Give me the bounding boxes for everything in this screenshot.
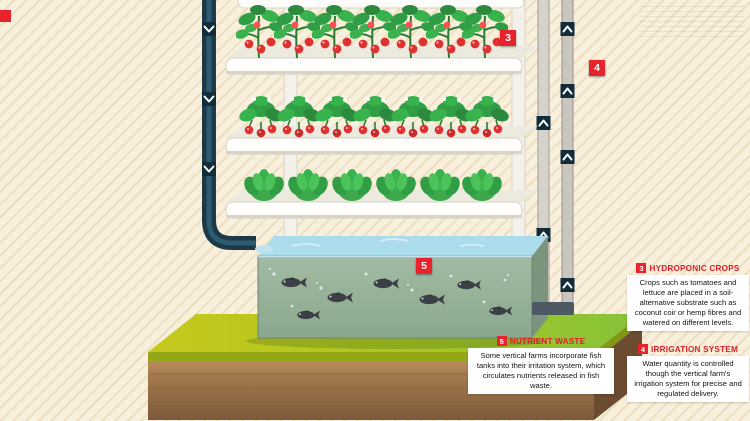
callout-title: HYDROPONIC CROPS <box>649 263 740 273</box>
tank-front <box>257 255 533 339</box>
callout-title: IRRIGATION SYSTEM <box>651 344 738 354</box>
water-splash <box>255 245 273 253</box>
callout-header: 4 IRRIGATION SYSTEM <box>627 344 749 354</box>
shelf-level-1 <box>225 46 538 75</box>
soil-side <box>594 323 642 420</box>
flow-arrow-up-icon <box>560 84 575 98</box>
water-surface <box>258 236 548 256</box>
bubbles <box>268 267 509 308</box>
flow-arrow-up-icon <box>536 116 551 130</box>
shelf-level-2 <box>225 126 538 155</box>
marker-irrigation: 4 <box>589 60 605 76</box>
irrigation-pipes-right <box>536 0 575 331</box>
callout-header: 3 HYDROPONIC CROPS <box>627 263 749 273</box>
callout-irrigation-system: 4 IRRIGATION SYSTEM Water quantity is co… <box>627 344 749 403</box>
callout-number-badge: 5 <box>496 336 507 346</box>
callout-body-text: Crops such as tomatoes and lettuce are p… <box>627 275 749 332</box>
flow-arrow-up-icon <box>560 22 575 36</box>
fish-tank <box>257 236 548 339</box>
callout-hydroponic-crops: 3 HYDROPONIC CROPS Crops such as tomatoe… <box>627 263 749 332</box>
callout-number-badge: 3 <box>636 263 647 273</box>
flow-arrow-up-icon <box>560 278 575 292</box>
paper-texture <box>640 3 744 37</box>
corner-marker <box>0 10 11 22</box>
callout-nutrient-waste: 5 NUTRIENT WASTE Some vertical farms inc… <box>468 336 614 395</box>
flow-arrow-down-icon <box>202 92 216 106</box>
marker-nutrient: 5 <box>416 258 432 274</box>
flow-arrow-down-icon <box>202 162 216 176</box>
flow-arrow-up-icon <box>560 150 575 164</box>
flow-arrow-down-icon <box>202 22 216 36</box>
callout-number-badge: 4 <box>638 344 649 354</box>
callout-title: NUTRIENT WASTE <box>509 336 586 346</box>
callout-body-text: Water quantity is controlled though the … <box>627 356 749 403</box>
callout-body-text: Some vertical farms incorporate fish tan… <box>468 348 614 395</box>
marker-hydroponic-crops: 3 <box>500 30 516 46</box>
water-pipe-left <box>202 0 273 253</box>
callout-header: 5 NUTRIENT WASTE <box>468 336 614 346</box>
pipe-elbow-right <box>532 302 574 315</box>
